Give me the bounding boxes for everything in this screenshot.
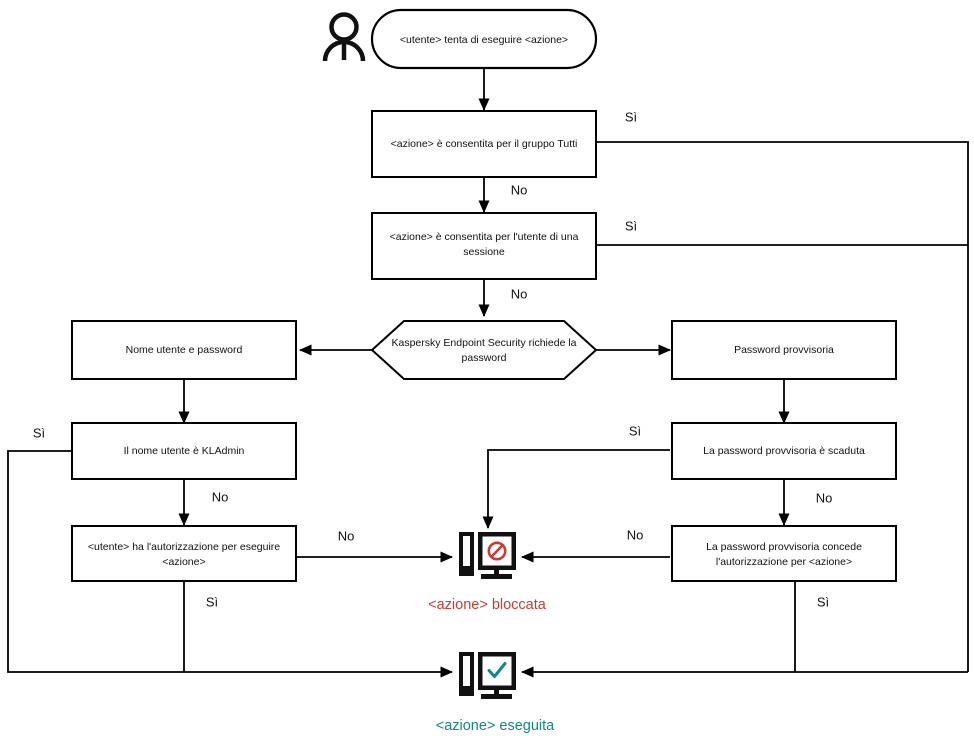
- node-allowed-for-session-user-label-line1: <azione> è consentita per l'utente di un…: [390, 231, 579, 243]
- node-kes-requires-password[interactable]: Kaspersky Endpoint Security richiede la …: [370, 320, 598, 380]
- node-kes-requires-password-label-line1: Kaspersky Endpoint Security richiede la: [391, 337, 576, 349]
- node-username-is-kladmin[interactable]: Il nome utente è KLAdmin: [71, 422, 297, 480]
- edge-label-session-yes: Sì: [625, 218, 637, 233]
- edge-label-everyone-yes: Sì: [625, 109, 637, 124]
- edge-label-session-no: No: [511, 286, 528, 301]
- person-icon: [322, 12, 366, 62]
- node-user-has-permission[interactable]: <utente> ha l'autorizzazione per eseguir…: [71, 525, 297, 582]
- edge-label-kladmin-yes: Sì: [33, 425, 45, 440]
- edge-label-everyone-no: No: [511, 182, 528, 197]
- node-temporary-password-grants-permission[interactable]: La password provvisoria concede l'autori…: [671, 525, 897, 582]
- edge-label-grants-yes: Sì: [817, 594, 829, 609]
- edge-expired-yes: [482, 449, 670, 530]
- edge-labels: Sì No Sì No Sì No No Sì Sì No No Sì: [33, 109, 832, 609]
- node-temporary-password[interactable]: Password provvisoria: [671, 320, 897, 380]
- node-allowed-for-session-user-label-line2: sessione: [463, 246, 505, 258]
- node-temporary-password-expired-label: La password provvisoria è scaduta: [703, 445, 865, 457]
- edge-kladmin-yes: [7, 450, 454, 678]
- node-username-and-password[interactable]: Nome utente e password: [71, 320, 297, 380]
- monitor-blocked-icon: [459, 532, 516, 579]
- action-executed-label: <azione> eseguita: [436, 718, 555, 734]
- edge-label-permission-no: No: [338, 528, 355, 543]
- node-action-executed[interactable]: <azione> eseguita: [436, 652, 555, 734]
- node-user-has-permission-label-line2: <azione>: [162, 556, 205, 568]
- node-action-blocked[interactable]: <azione> bloccata: [428, 532, 547, 613]
- node-start[interactable]: <utente> tenta di eseguire <azione>: [370, 8, 598, 70]
- node-allowed-for-session-user[interactable]: <azione> è consentita per l'utente di un…: [371, 212, 597, 280]
- node-temporary-password-grants-permission-label-line1: La password provvisoria concede: [706, 541, 862, 553]
- edge-label-grants-no: No: [627, 527, 644, 542]
- node-temporary-password-label: Password provvisoria: [734, 344, 834, 356]
- edge-label-permission-yes: Sì: [206, 594, 218, 609]
- node-username-and-password-label: Nome utente e password: [126, 344, 243, 356]
- monitor-check-icon: [459, 652, 516, 699]
- connectors: [7, 68, 969, 678]
- node-temporary-password-expired[interactable]: La password provvisoria è scaduta: [671, 422, 897, 480]
- edge-everyone-yes: [596, 141, 969, 672]
- node-allowed-for-everyone[interactable]: <azione> è consentita per il gruppo Tutt…: [371, 110, 597, 178]
- node-start-label: <utente> tenta di eseguire <azione>: [400, 34, 568, 46]
- node-user-has-permission-label-line1: <utente> ha l'autorizzazione per eseguir…: [88, 541, 280, 553]
- edge-label-kladmin-no: No: [212, 489, 229, 504]
- edge-label-expired-no: No: [816, 490, 833, 505]
- node-temporary-password-grants-permission-label-line2: l'autorizzazione per <azione>: [716, 556, 852, 568]
- action-blocked-label: <azione> bloccata: [428, 597, 547, 613]
- node-kes-requires-password-label-line2: password: [462, 352, 507, 364]
- edge-label-expired-yes: Sì: [629, 423, 641, 438]
- node-username-is-kladmin-label: Il nome utente è KLAdmin: [124, 445, 245, 457]
- node-allowed-for-everyone-label: <azione> è consentita per il gruppo Tutt…: [391, 138, 578, 150]
